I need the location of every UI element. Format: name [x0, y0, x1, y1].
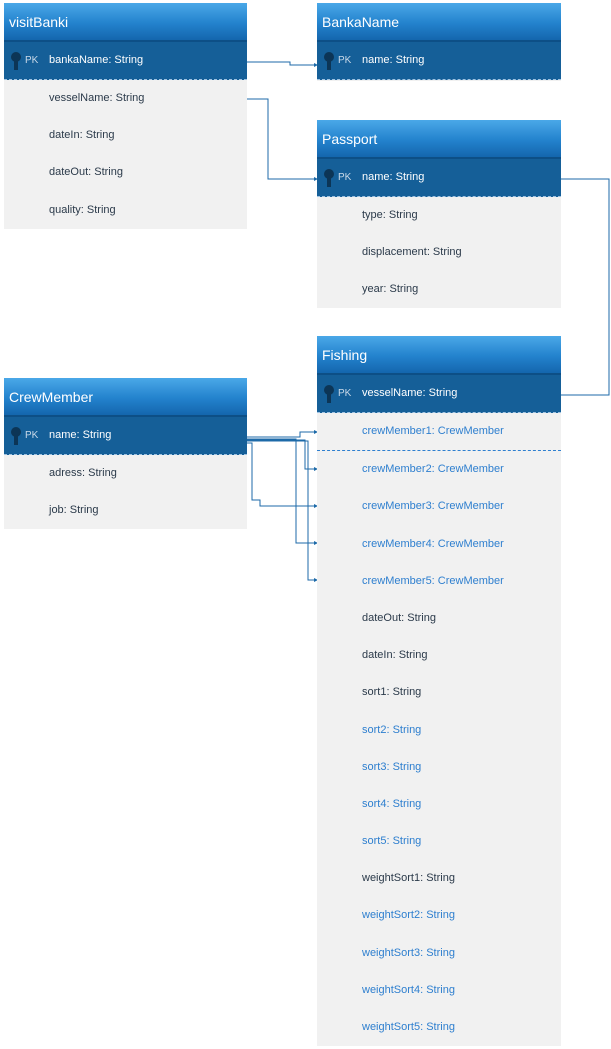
field-label: sort2: String	[362, 723, 422, 736]
entity-crewmember[interactable]: CrewMember PK name: String adress: Strin…	[4, 378, 247, 529]
connector-passport-fishing	[561, 178, 610, 396]
field-label: weightSort1: String	[362, 872, 455, 885]
field-row[interactable]: vesselName: String	[4, 80, 247, 117]
field-row[interactable]: weightSort4: String	[317, 972, 561, 1009]
field-label: weightSort3: String	[362, 946, 455, 959]
fk-field-row[interactable]: crewMember1: CrewMember	[317, 413, 561, 452]
connector-crew-4	[247, 438, 318, 544]
fk-field-row[interactable]: crewMember3: CrewMember	[317, 488, 561, 525]
field-row[interactable]: sort3: String	[317, 749, 561, 786]
field-label: sort3: String	[362, 760, 422, 773]
pk-row[interactable]: PK bankaName: String	[4, 42, 247, 80]
field-label: dateOut: String	[362, 611, 436, 624]
connector-crew-2	[247, 439, 318, 470]
field-row[interactable]: weightSort5: String	[317, 1009, 561, 1046]
pk-badge: PK	[338, 55, 352, 66]
connector-crew-3	[247, 442, 318, 507]
fk-field-row[interactable]: crewMember2: CrewMember	[317, 451, 561, 488]
pk-field-label: name: String	[362, 54, 425, 66]
connector-bankaname	[247, 61, 318, 66]
field-label: sort4: String	[362, 797, 422, 810]
field-row[interactable]: dateIn: String	[317, 637, 561, 674]
field-label: crewMember3: CrewMember	[362, 500, 504, 513]
field-label: weightSort5: String	[362, 1021, 455, 1033]
field-row[interactable]: dateOut: String	[317, 600, 561, 637]
field-label: dateIn: String	[49, 129, 115, 142]
field-label: crewMember2: CrewMember	[362, 463, 504, 476]
field-row[interactable]: sort1: String	[317, 674, 561, 711]
pk-badge: PK	[338, 388, 352, 399]
field-row[interactable]: weightSort3: String	[317, 935, 561, 972]
pk-row[interactable]: PK vesselName: String	[317, 375, 561, 413]
field-row[interactable]: year: String	[317, 271, 561, 308]
field-label: job: String	[49, 504, 99, 517]
entity-visitbanki[interactable]: visitBanki PK bankaName: String vesselNa…	[4, 3, 247, 229]
connector-vesselname-passport	[247, 98, 318, 180]
field-label: dateOut: String	[49, 166, 123, 179]
field-label: weightSort2: String	[362, 909, 455, 922]
pk-badge: PK	[338, 172, 352, 183]
field-row[interactable]: dateOut: String	[4, 154, 247, 191]
pk-row[interactable]: PK name: String	[317, 159, 561, 197]
field-row[interactable]: quality: String	[4, 192, 247, 229]
field-label: adress: String	[49, 467, 117, 479]
field-label: crewMember5: CrewMember	[362, 574, 504, 587]
field-label: weightSort4: String	[362, 983, 455, 996]
key-icon	[324, 52, 334, 70]
key-icon	[11, 427, 21, 445]
field-row[interactable]: job: String	[4, 492, 247, 529]
field-row[interactable]: displacement: String	[317, 234, 561, 271]
field-row[interactable]: weightSort2: String	[317, 897, 561, 934]
entity-title: Fishing	[317, 336, 561, 375]
field-label: vesselName: String	[49, 92, 145, 104]
key-icon	[324, 385, 334, 403]
field-row[interactable]: adress: String	[4, 455, 247, 492]
pk-badge: PK	[25, 55, 39, 66]
connector-crew-5	[247, 440, 318, 581]
connector-crew-1	[247, 431, 318, 438]
fk-field-row[interactable]: crewMember5: CrewMember	[317, 563, 561, 600]
entity-title: Passport	[317, 120, 561, 159]
entity-fishing[interactable]: Fishing PK vesselName: String crewMember…	[317, 336, 561, 1046]
entity-title: CrewMember	[4, 378, 247, 417]
pk-badge: PK	[25, 430, 39, 441]
field-row[interactable]: type: String	[317, 197, 561, 234]
pk-row[interactable]: PK name: String	[4, 417, 247, 455]
field-label: type: String	[362, 209, 418, 221]
field-label: sort1: String	[362, 686, 422, 699]
field-label: displacement: String	[362, 246, 462, 259]
field-label: sort5: String	[362, 835, 422, 848]
key-icon	[324, 169, 334, 187]
field-label: crewMember1: CrewMember	[362, 425, 504, 437]
field-row[interactable]: sort4: String	[317, 786, 561, 823]
entity-bankaname[interactable]: BankaName PK name: String	[317, 3, 561, 81]
field-label: quality: String	[49, 203, 116, 216]
pk-field-label: bankaName: String	[49, 54, 144, 66]
field-row[interactable]: sort2: String	[317, 712, 561, 749]
field-label: dateIn: String	[362, 649, 428, 662]
entity-title: visitBanki	[4, 3, 247, 42]
field-row[interactable]: dateIn: String	[4, 117, 247, 154]
pk-field-label: name: String	[362, 171, 425, 183]
field-label: year: String	[362, 283, 419, 296]
field-row[interactable]: weightSort1: String	[317, 860, 561, 897]
field-label: crewMember4: CrewMember	[362, 537, 504, 550]
fk-field-row[interactable]: crewMember4: CrewMember	[317, 526, 561, 563]
field-row[interactable]: sort5: String	[317, 823, 561, 860]
pk-field-label: vesselName: String	[362, 387, 458, 399]
pk-field-label: name: String	[49, 429, 112, 441]
key-icon	[11, 52, 21, 70]
entity-passport[interactable]: Passport PK name: String type: String di…	[317, 120, 561, 308]
entity-title: BankaName	[317, 3, 561, 42]
pk-row[interactable]: PK name: String	[317, 42, 561, 80]
